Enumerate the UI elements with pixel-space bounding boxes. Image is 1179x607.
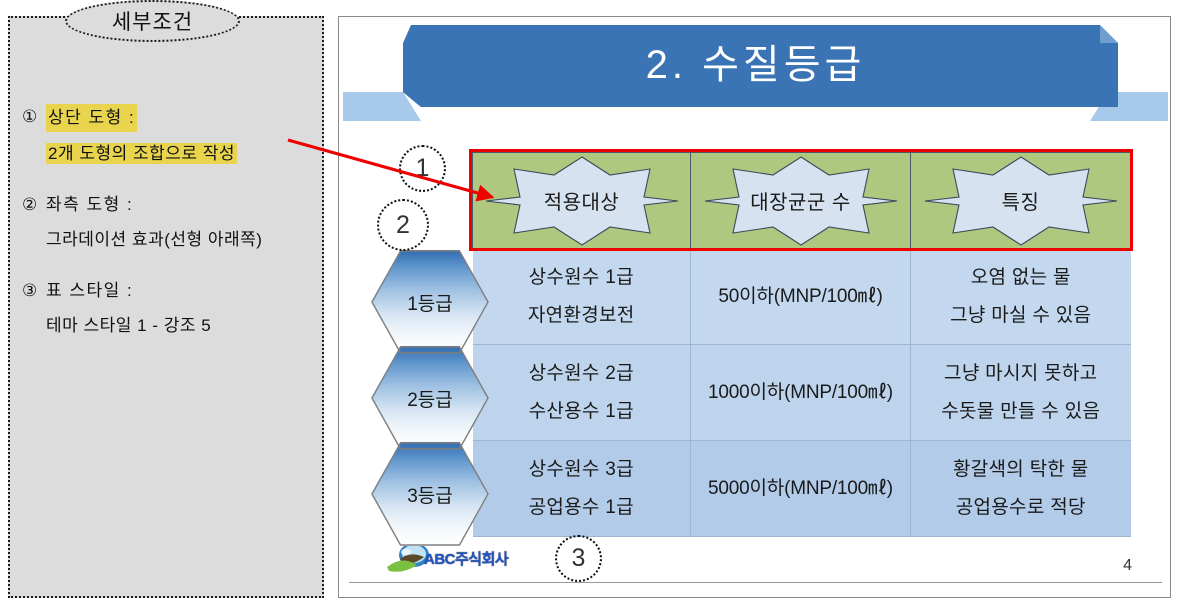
note-1-sub-text: 2개 도형의 조합으로 작성	[46, 142, 238, 164]
row-3-coliform-value: 5000이하(MNP/100㎖)	[708, 477, 893, 499]
row-2-coliform: 1000이하(MNP/100㎖)	[690, 344, 911, 441]
notes-panel: ① 상단 도형 : 2개 도형의 조합으로 작성 ② 좌측 도형 : 그라데이션…	[8, 16, 324, 598]
globe-logo-icon	[387, 543, 429, 572]
table-header-row: 적용대상 대장균군 수	[472, 152, 1131, 249]
notes-panel-title: 세부조건	[111, 11, 194, 34]
row-1-feature-line-2: 그냥 마실 수 있음	[950, 304, 1092, 326]
star-shape-target: 적용대상	[482, 155, 682, 247]
row-3-target: 상수원수 3급 공업용수 1급	[472, 440, 691, 537]
row-2-feature-line-1: 그냥 마시지 못하고	[944, 363, 1098, 385]
table-header-cell-feature: 특징	[910, 152, 1131, 249]
row-3-feature-line-2: 공업용수로 적당	[955, 496, 1086, 518]
star-shape-feature: 특징	[921, 155, 1121, 247]
row-1-coliform-value: 50이하(MNP/100㎖)	[718, 285, 883, 307]
table-header: 적용대상 대장균군 수	[472, 152, 1131, 249]
row-3-coliform: 5000이하(MNP/100㎖)	[690, 440, 911, 537]
row-2-target-line-2: 수산용수 1급	[528, 400, 634, 422]
table-header-label-target: 적용대상	[543, 192, 620, 214]
row-3-feature: 황갈색의 탁한 물 공업용수로 적당	[910, 440, 1131, 537]
row-3-feature-line-1: 황갈색의 탁한 물	[952, 459, 1089, 481]
grade-hexagon-group: 1등급 2등급 3등급	[371, 250, 489, 546]
row-3-target-line-1: 상수원수 3급	[528, 459, 634, 481]
grade-hexagon-1-label: 1등급	[407, 293, 453, 315]
notes-panel-title-ellipse: 세부조건	[65, 0, 240, 42]
grade-hexagon-1: 1등급	[371, 250, 489, 354]
eight-point-star-icon	[485, 155, 678, 246]
row-2-feature-line-2: 수돗물 만들 수 있음	[941, 400, 1101, 422]
note-1-number: ①	[22, 107, 38, 126]
row-1-target: 상수원수 1급 자연환경보전	[472, 248, 691, 345]
table-header-label-feature: 특징	[1001, 192, 1040, 214]
row-1-target-line-1: 상수원수 1급	[528, 267, 634, 289]
slide-page-number: 4	[1123, 557, 1132, 574]
step-marker-3: 3	[555, 535, 602, 582]
row-2-coliform-value: 1000이하(MNP/100㎖)	[708, 381, 893, 403]
row-1-target-line-2: 자연환경보전	[527, 304, 635, 326]
note-2-sub-text: 그라데이션 효과(선형 아래쪽)	[46, 229, 263, 249]
note-2-head-line: ② 좌측 도형 :	[22, 192, 314, 218]
note-item-1: ① 상단 도형 : 2개 도형의 조합으로 작성	[22, 104, 314, 166]
table-header-label-coliform: 대장균군 수	[750, 192, 851, 214]
table-row: 상수원수 1급 자연환경보전 50이하(MNP/100㎖) 오염 없는 물 그냥…	[472, 248, 1131, 345]
eight-point-star-icon	[704, 155, 897, 246]
table-header-cell-target: 적용대상	[472, 152, 691, 249]
notes-list: ① 상단 도형 : 2개 도형의 조합으로 작성 ② 좌측 도형 : 그라데이션…	[10, 104, 326, 364]
note-3-head-text: 표 스타일 :	[46, 281, 134, 300]
note-1-sub-wrap: 2개 도형의 조합으로 작성	[46, 141, 314, 167]
star-shape-coliform: 대장균군 수	[701, 155, 901, 247]
step-marker-2-digit: 2	[396, 210, 410, 239]
grade-hexagon-2-label: 2등급	[407, 389, 453, 411]
note-item-2: ② 좌측 도형 : 그라데이션 효과(선형 아래쪽)	[22, 192, 314, 252]
note-2-number: ②	[22, 195, 38, 214]
slide-canvas: 2. 수질등급 1 2 3 1등급 2등급	[338, 16, 1171, 598]
step-marker-3-digit: 3	[571, 544, 586, 572]
row-3-target-line-2: 공업용수 1급	[528, 496, 634, 518]
row-1-feature-line-1: 오염 없는 물	[970, 267, 1071, 289]
title-ribbon-shape	[343, 25, 1168, 121]
row-1-feature: 오염 없는 물 그냥 마실 수 있음	[910, 248, 1131, 345]
footer-divider	[349, 582, 1162, 583]
water-quality-table: 적용대상 대장균군 수	[472, 152, 1131, 537]
company-logo-text: ABC주식회사	[424, 550, 509, 568]
note-3-sub-text: 테마 스타일 1 - 강조 5	[46, 315, 212, 335]
table-row: 상수원수 3급 공업용수 1급 5000이하(MNP/100㎖) 황갈색의 탁한…	[472, 440, 1131, 537]
note-3-number: ③	[22, 281, 38, 300]
company-logo: ABC주식회사	[384, 541, 519, 575]
note-2-head-text: 좌측 도형 :	[46, 195, 134, 214]
eight-point-star-icon	[924, 155, 1117, 246]
table-body: 상수원수 1급 자연환경보전 50이하(MNP/100㎖) 오염 없는 물 그냥…	[472, 248, 1131, 537]
step-marker-1: 1	[399, 145, 446, 192]
note-1-head-text: 상단 도형 :	[46, 104, 138, 132]
note-3-head-line: ③ 표 스타일 :	[22, 278, 314, 304]
grade-hexagon-3-label: 3등급	[407, 485, 453, 507]
note-1-head-line: ① 상단 도형 :	[22, 104, 314, 132]
row-1-coliform: 50이하(MNP/100㎖)	[690, 248, 911, 345]
step-marker-1-digit: 1	[415, 154, 430, 182]
step-marker-2: 2	[377, 199, 429, 251]
row-2-feature: 그냥 마시지 못하고 수돗물 만들 수 있음	[910, 344, 1131, 441]
table-row: 상수원수 2급 수산용수 1급 1000이하(MNP/100㎖) 그냥 마시지 …	[472, 344, 1131, 441]
row-2-target-line-1: 상수원수 2급	[528, 363, 634, 385]
row-2-target: 상수원수 2급 수산용수 1급	[472, 344, 691, 441]
note-item-3: ③ 표 스타일 : 테마 스타일 1 - 강조 5	[22, 278, 314, 338]
table-header-cell-coliform: 대장균군 수	[690, 152, 911, 249]
grade-hexagon-3: 3등급	[371, 442, 489, 546]
grade-hexagon-2: 2등급	[371, 346, 489, 450]
